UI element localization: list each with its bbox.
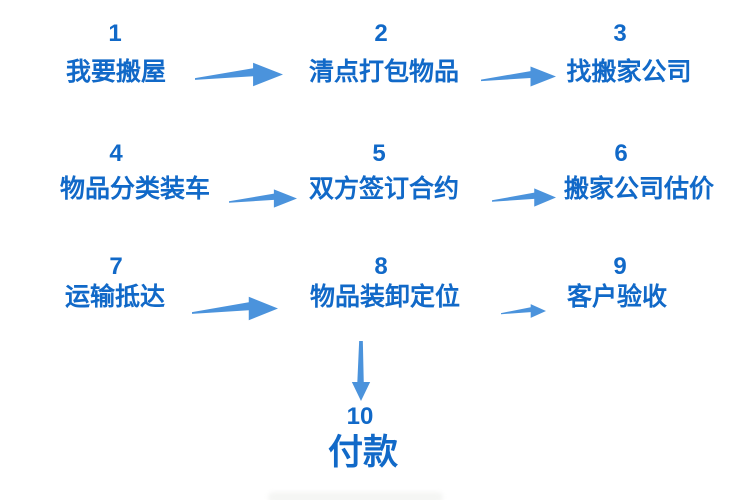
arrow-right-icon-2-3 [481,65,556,88]
step-10-label: 付款 [327,433,399,472]
step-6-label: 搬家公司估价 [563,175,715,203]
arrow-down-icon-8-10 [350,341,372,401]
step-4-number: 4 [109,140,123,167]
step-7-label: 运输抵达 [64,283,166,311]
arrow-right-icon-1-2 [195,61,283,88]
arrow-right-icon-7-8 [192,295,278,322]
arrow-right-icon-8-9 [501,303,546,319]
step-5-label: 双方签订合约 [308,175,460,203]
step-10-number: 10 [346,403,374,430]
step-9-number: 9 [613,253,627,280]
step-4-label: 物品分类装车 [59,175,211,203]
step-8-number: 8 [374,253,388,280]
bottom-cutoff-smudge [268,492,443,500]
step-6-number: 6 [614,140,628,167]
step-3-label: 找搬家公司 [566,58,692,86]
arrow-right-icon-4-5 [229,188,297,209]
arrow-right-icon-5-6 [492,187,556,208]
step-2-label: 清点打包物品 [308,58,460,86]
step-9-label: 客户验收 [566,283,668,311]
step-8-label: 物品装卸定位 [309,283,461,311]
step-1-number: 1 [108,20,122,47]
step-7-number: 7 [109,253,123,280]
step-1-label: 我要搬屋 [65,58,167,86]
step-3-number: 3 [613,20,627,47]
step-2-number: 2 [374,20,388,47]
step-5-number: 5 [372,140,386,167]
